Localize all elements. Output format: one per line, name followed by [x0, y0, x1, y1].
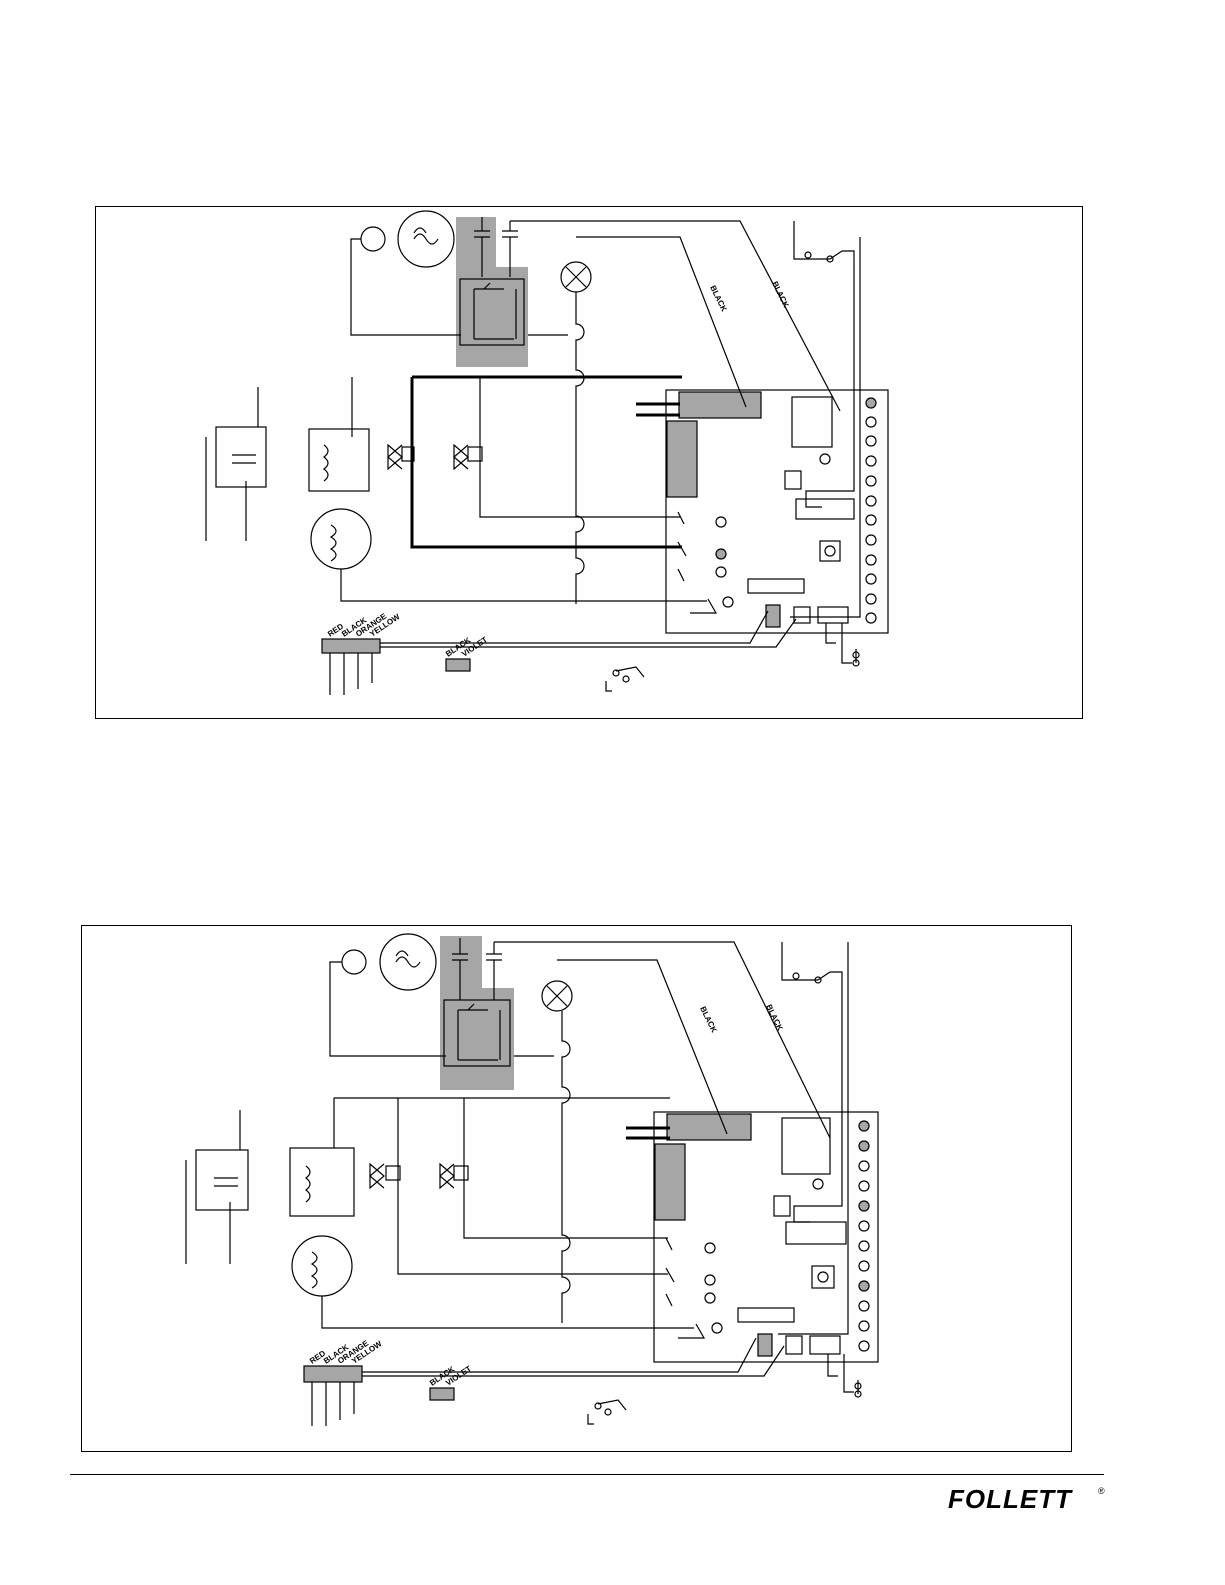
water-valve-icon	[370, 1164, 384, 1188]
overload-icon	[361, 227, 385, 251]
connector-side-highlight	[655, 1144, 685, 1220]
bin-thermostat-icon	[782, 942, 842, 1222]
led-column	[859, 1121, 869, 1351]
harness-connector	[304, 1366, 362, 1382]
wire-label-black-1: BLACK	[698, 1005, 718, 1034]
schematic-top: BLACK BLACK RED BLACK ORANGE YELLOW BLAC…	[96, 207, 1082, 718]
selector-switch	[196, 1150, 248, 1210]
contactor-box	[290, 1148, 354, 1216]
selector-switch	[216, 427, 266, 487]
follett-logo: FOLLETT ®	[948, 1480, 1108, 1516]
wire-label-black-1: BLACK	[708, 284, 728, 313]
dip-switch	[786, 1222, 846, 1244]
flush-valve-icon	[454, 445, 468, 469]
registered-mark: ®	[1098, 1486, 1105, 1496]
overload-icon	[342, 950, 366, 974]
connector-top-highlight	[667, 1114, 751, 1140]
connector-top-highlight	[679, 392, 761, 418]
harness-connector-2	[430, 1388, 454, 1400]
start-relay-highlight-lower	[440, 988, 514, 1090]
start-relay-highlight	[440, 936, 482, 996]
gearmotor-icon	[292, 1236, 352, 1296]
dip-switch	[796, 499, 854, 519]
brand-name: FOLLETT	[948, 1484, 1073, 1514]
gearmotor-icon	[311, 509, 371, 569]
start-relay-highlight-lower	[456, 267, 528, 367]
wiring-diagram-bottom: BLACK BLACK RED BLACK ORANGE YELLOW BLAC…	[81, 925, 1072, 1452]
control-board	[666, 390, 888, 633]
water-valve-icon	[388, 445, 402, 469]
harness-connector	[322, 639, 380, 653]
flush-valve-icon	[440, 1164, 454, 1188]
wiring-diagram-top: BLACK BLACK RED BLACK ORANGE YELLOW BLAC…	[95, 206, 1083, 719]
contactor-box	[309, 429, 369, 491]
wire-label-black-2: BLACK	[770, 280, 790, 309]
wire-label-black-2: BLACK	[764, 1003, 784, 1032]
schematic-bottom: BLACK BLACK RED BLACK ORANGE YELLOW BLAC…	[82, 926, 1071, 1451]
harness-connector-2	[446, 659, 470, 671]
footer-rule	[70, 1474, 1104, 1475]
control-board	[654, 1112, 878, 1362]
connector-side-highlight	[667, 421, 697, 497]
led-column	[866, 398, 876, 623]
